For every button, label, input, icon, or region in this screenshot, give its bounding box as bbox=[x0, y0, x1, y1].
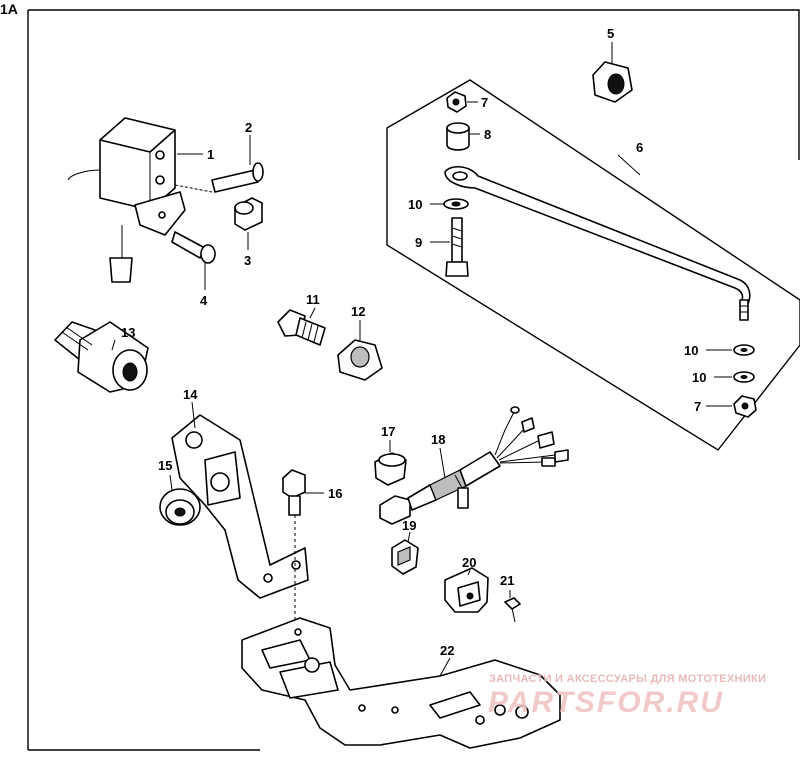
part-6-link-rod bbox=[444, 166, 751, 321]
part-21-screw bbox=[504, 597, 521, 623]
part-16-bolt bbox=[282, 469, 306, 630]
part-5-nut bbox=[592, 61, 633, 103]
callout-19: 19 bbox=[402, 518, 416, 533]
callout-7-top: 7 bbox=[481, 95, 488, 110]
part-3-spacer bbox=[234, 197, 263, 231]
callout-10-lower-1: 10 bbox=[684, 343, 698, 358]
part-18-harness bbox=[379, 406, 569, 525]
part-15-grommet bbox=[159, 488, 201, 526]
callout-20: 20 bbox=[462, 555, 476, 570]
part-22-main-bracket bbox=[241, 617, 561, 749]
part-2-screw bbox=[174, 162, 264, 193]
part-11-bolt bbox=[277, 309, 326, 346]
callout-22: 22 bbox=[440, 643, 454, 658]
watermark-logo: PARTSFOR.RU bbox=[488, 686, 724, 719]
part-7-nut-top bbox=[446, 91, 467, 113]
part-14-bracket bbox=[171, 414, 309, 599]
part-19-clip bbox=[391, 539, 419, 575]
watermark: ЗАПЧАСТИ И АКСЕССУАРЫ ДЛЯ МОТОТЕХНИКИ PA… bbox=[488, 673, 766, 719]
callout-8: 8 bbox=[484, 127, 491, 142]
leader-lines bbox=[111, 42, 732, 677]
callout-15: 15 bbox=[158, 458, 172, 473]
callout-10-lower-2: 10 bbox=[692, 370, 706, 385]
callout-13: 13 bbox=[121, 325, 135, 340]
part-10-washer-lower-2 bbox=[733, 371, 755, 383]
watermark-tagline: ЗАПЧАСТИ И АКСЕССУАРЫ ДЛЯ МОТОТЕХНИКИ bbox=[489, 673, 766, 685]
callout-10-top: 10 bbox=[408, 197, 422, 212]
callout-12: 12 bbox=[351, 304, 365, 319]
figure-label: 1A bbox=[0, 1, 18, 17]
part-10-washer-top bbox=[443, 198, 469, 210]
callout-18: 18 bbox=[431, 432, 445, 447]
part-10-washer-lower-1 bbox=[733, 344, 755, 356]
callout-21: 21 bbox=[500, 573, 514, 588]
part-4-screw bbox=[171, 231, 216, 264]
part-9-bolt bbox=[445, 217, 469, 277]
callout-2: 2 bbox=[245, 120, 252, 135]
callout-9: 9 bbox=[415, 235, 422, 250]
part-13-fitting bbox=[54, 321, 149, 393]
diagram-frame bbox=[28, 9, 800, 160]
callout-16: 16 bbox=[328, 486, 342, 501]
callout-4: 4 bbox=[200, 293, 208, 308]
callout-11: 11 bbox=[306, 292, 320, 307]
part-1-solenoid bbox=[67, 117, 186, 283]
callout-labels: 1 2 3 4 5 6 7 8 10 9 11 12 13 10 10 7 14… bbox=[121, 26, 706, 658]
callout-7-lower: 7 bbox=[694, 399, 701, 414]
callout-1: 1 bbox=[207, 147, 214, 162]
part-12-bushing bbox=[337, 339, 383, 381]
callout-14: 14 bbox=[183, 387, 198, 402]
callout-6: 6 bbox=[636, 140, 643, 155]
kit-outline bbox=[386, 79, 800, 451]
callout-3: 3 bbox=[244, 253, 251, 268]
part-17-cap bbox=[374, 452, 407, 486]
callout-17: 17 bbox=[381, 424, 395, 439]
callout-5: 5 bbox=[607, 26, 614, 41]
part-7-nut-lower bbox=[733, 395, 757, 418]
part-20-holder bbox=[444, 567, 489, 613]
part-8-spacer bbox=[446, 122, 470, 151]
